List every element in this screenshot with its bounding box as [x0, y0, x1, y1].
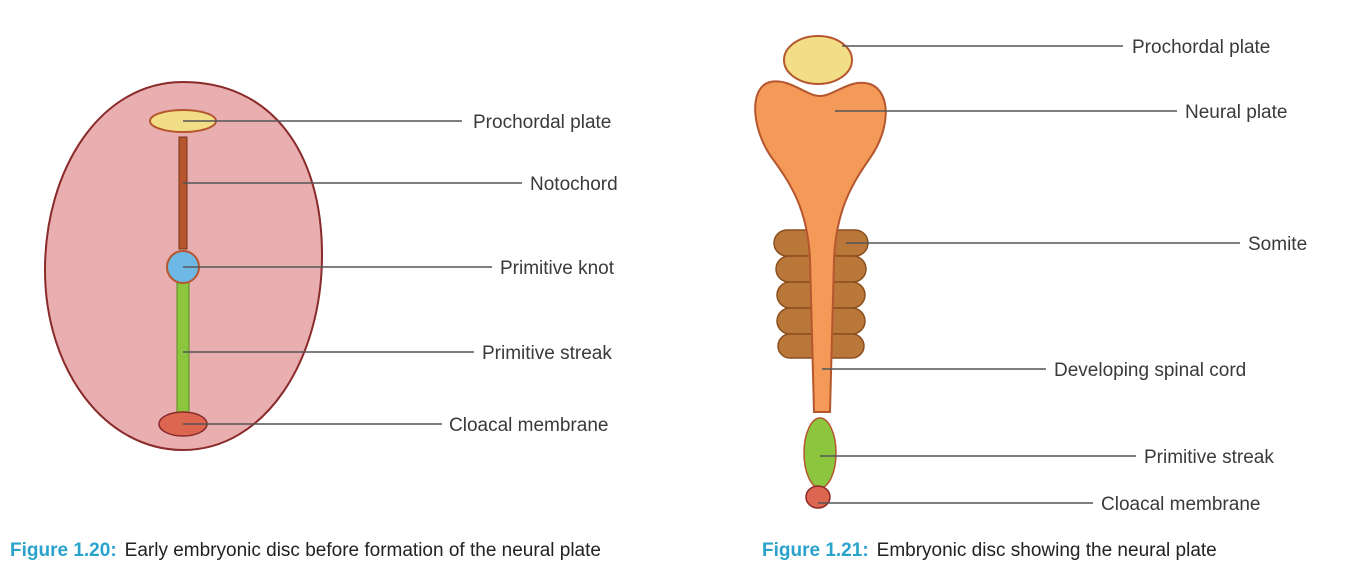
caption-text: Embryonic disc showing the neural plate [876, 540, 1217, 561]
label-developing-spinal-cord: Developing spinal cord [1054, 360, 1246, 381]
label-primitive-knot: Primitive knot [500, 258, 615, 279]
label-neural-plate: Neural plate [1185, 102, 1287, 123]
notochord-shape [178, 136, 188, 250]
figure-number: Figure 1.21: [762, 540, 869, 561]
caption-text: Early embryonic disc before formation of… [124, 540, 601, 561]
label-primitive-streak: Primitive streak [1144, 447, 1274, 468]
label-cloacal-membrane: Cloacal membrane [1101, 494, 1260, 515]
primitive-streak-shape [176, 282, 190, 414]
primitive-streak-shape [803, 417, 837, 489]
label-prochordal-plate: Prochordal plate [473, 112, 611, 133]
label-notochord: Notochord [530, 174, 618, 195]
label-cloacal-membrane: Cloacal membrane [449, 415, 608, 436]
embryonic-disc-neural-plate: Prochordal plate Neural plate Somite Dev… [754, 35, 1307, 515]
prochordal-plate-shape [783, 35, 853, 85]
cloacal-membrane-shape [805, 485, 831, 509]
label-prochordal-plate: Prochordal plate [1132, 37, 1270, 58]
figure-1-20-caption: Figure 1.20: Early embryonic disc before … [10, 540, 601, 562]
figure-number: Figure 1.20: [10, 540, 117, 561]
figure-1-21-caption: Figure 1.21: Embryonic disc showing the n… [762, 540, 1217, 562]
neural-plate-shape [754, 80, 887, 413]
label-somite: Somite [1248, 234, 1307, 255]
label-primitive-streak: Primitive streak [482, 343, 612, 364]
early-embryonic-disc: Prochordal plate Notochord Primitive kno… [43, 80, 618, 452]
